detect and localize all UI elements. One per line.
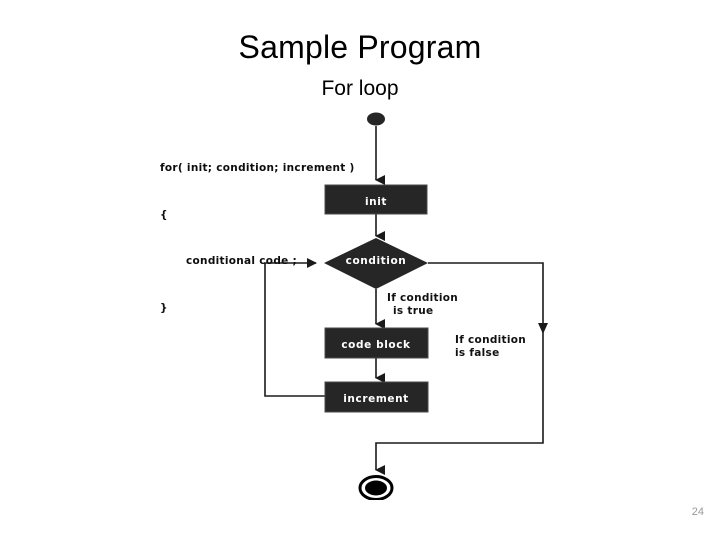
end-node-core xyxy=(365,480,387,496)
edge-increment-loopback xyxy=(264,258,325,397)
code-line-2: { xyxy=(160,208,168,221)
code-line-3: conditional code ; xyxy=(186,255,298,267)
flowchart-figure: for( init; condition; increment ) { cond… xyxy=(140,108,580,500)
false-branch-arrowhead xyxy=(538,323,548,334)
start-node xyxy=(367,112,385,126)
node-init xyxy=(324,184,428,215)
node-code-block xyxy=(324,327,429,359)
page-subtitle: For loop xyxy=(321,77,399,100)
page-title: Sample Program xyxy=(238,29,482,65)
code-line-1: for( init; condition; increment ) xyxy=(160,162,355,174)
code-listing: for( init; condition; increment ) { cond… xyxy=(160,130,390,347)
edge-condition-to-end-false xyxy=(375,262,544,475)
flowchart-svg xyxy=(264,112,548,500)
node-increment xyxy=(324,381,429,413)
node-condition xyxy=(324,238,428,289)
code-line-4: } xyxy=(160,301,168,314)
page-number: 24 xyxy=(691,506,704,518)
